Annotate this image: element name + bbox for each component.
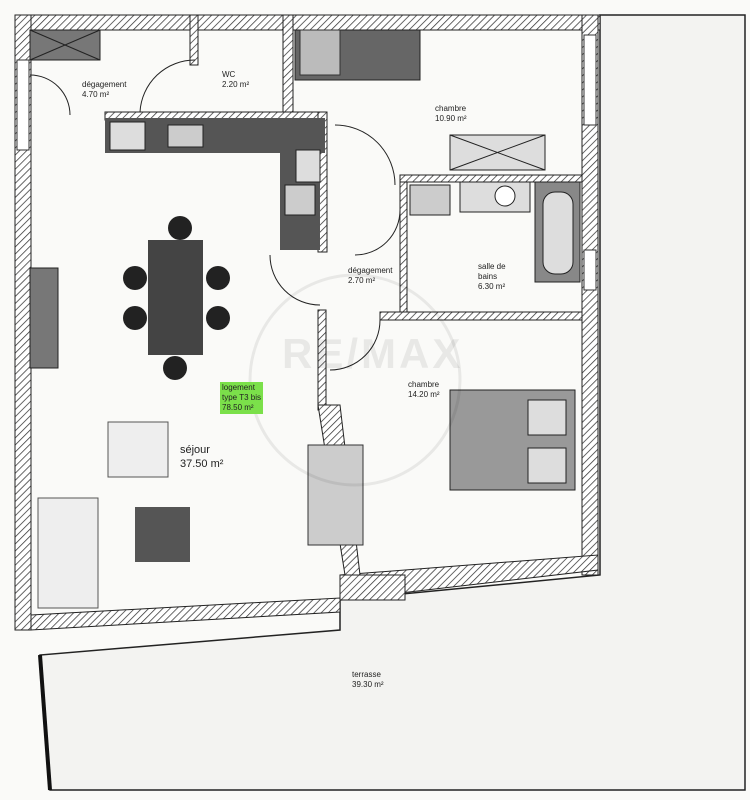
watermark-balloon (248, 273, 462, 487)
terrace-edge (38, 654, 52, 791)
windows (16, 34, 597, 291)
furniture (29, 29, 581, 609)
doors (29, 59, 401, 371)
watermark: RE/MAX (282, 330, 464, 377)
